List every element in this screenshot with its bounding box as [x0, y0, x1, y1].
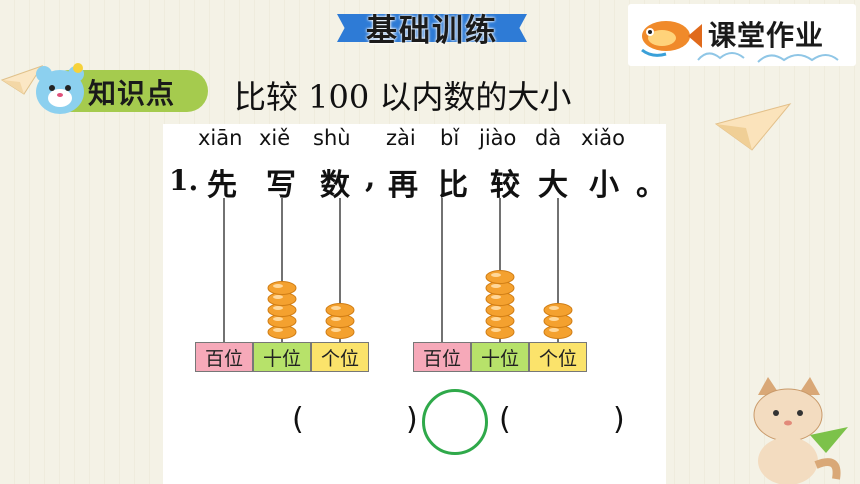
- abacus-drawing: [223, 198, 573, 342]
- abacus-bead: [485, 270, 515, 284]
- abacus-bead-highlight: [491, 273, 501, 277]
- abacus-bead: [267, 281, 297, 295]
- abacus-bead-highlight: [549, 317, 559, 321]
- abacus-bead: [543, 303, 573, 317]
- abacus-bead-highlight: [491, 295, 501, 299]
- abacus-bead-highlight: [331, 306, 341, 310]
- knowledge-point-badge: 知识点: [30, 62, 210, 118]
- paper-plane-icon: [714, 103, 792, 151]
- abacus-bead-highlight: [549, 328, 559, 332]
- section-title-banner: 基础训练: [337, 6, 527, 49]
- topic-title: 比较 100 以内数的大小: [234, 78, 572, 116]
- abacus-left-tens-label: 十位: [253, 342, 311, 372]
- char-shu: 数: [320, 168, 350, 203]
- char-comma: ,: [365, 160, 376, 195]
- abacus-bead-highlight: [549, 306, 559, 310]
- right-answer-open-paren[interactable]: (: [499, 402, 511, 437]
- char-period: 。: [636, 168, 666, 203]
- exercise-panel: 1. xiān xiě shù zài bǐ jiào dà xiǎo 先 写 …: [163, 124, 666, 484]
- abacus-bead: [325, 303, 355, 317]
- homework-logo: 课堂作业: [628, 4, 856, 66]
- char-da: 大: [538, 168, 568, 203]
- abacus-left-ones-label: 个位: [311, 342, 369, 372]
- pinyin-xian: xiān: [198, 126, 243, 150]
- abacus-bead-highlight: [273, 328, 283, 332]
- abacus-bead-highlight: [491, 317, 501, 321]
- logo-text: 课堂作业: [708, 19, 825, 52]
- pinyin-xiao: xiǎo: [581, 126, 625, 150]
- char-xian: 先: [207, 168, 237, 203]
- right-answer-close-paren[interactable]: ): [613, 402, 625, 437]
- abacus-bead-highlight: [273, 317, 283, 321]
- abacus-bead-highlight: [331, 317, 341, 321]
- abacus-right-tens-label: 十位: [471, 342, 529, 372]
- abacus-bead-highlight: [491, 284, 501, 288]
- char-xiao: 小: [589, 168, 619, 203]
- bear-mascot-icon: [36, 63, 84, 114]
- pinyin-xie: xiě: [259, 126, 291, 150]
- char-zai: 再: [388, 168, 418, 203]
- abacus-right-hundreds-label: 百位: [413, 342, 471, 372]
- abacus-bead-highlight: [331, 328, 341, 332]
- question-number: 1.: [169, 164, 199, 197]
- abacus-bead-highlight: [273, 295, 283, 299]
- left-answer-open-paren[interactable]: (: [292, 402, 304, 437]
- pinyin-bi: bǐ: [440, 126, 460, 150]
- section-title: 基础训练: [366, 12, 498, 49]
- title-ribbon: [337, 14, 527, 42]
- abacus-left-hundreds-label: 百位: [195, 342, 253, 372]
- abacus-bead-highlight: [273, 284, 283, 288]
- pinyin-zai: zài: [386, 126, 416, 150]
- pinyin-jiao: jiào: [479, 126, 517, 150]
- knowledge-point-label: 知识点: [88, 77, 176, 110]
- pinyin-shu: shù: [313, 126, 351, 150]
- abacus-right-ones-label: 个位: [529, 342, 587, 372]
- char-xie: 写: [266, 168, 296, 203]
- fish-mascot-icon: [641, 21, 702, 57]
- compare-symbol-circle[interactable]: [422, 389, 488, 455]
- paper-plane-icon: [0, 65, 44, 95]
- pinyin-da: dà: [535, 126, 562, 150]
- cloud-icon: [697, 52, 839, 63]
- left-answer-close-paren[interactable]: ): [406, 402, 418, 437]
- abacus-bead-highlight: [273, 306, 283, 310]
- char-jiao: 较: [490, 168, 520, 203]
- abacus-bead-highlight: [491, 328, 501, 332]
- abacus-bead-highlight: [491, 306, 501, 310]
- char-bi: 比: [438, 168, 468, 203]
- cat-mascot-icon: [753, 377, 848, 484]
